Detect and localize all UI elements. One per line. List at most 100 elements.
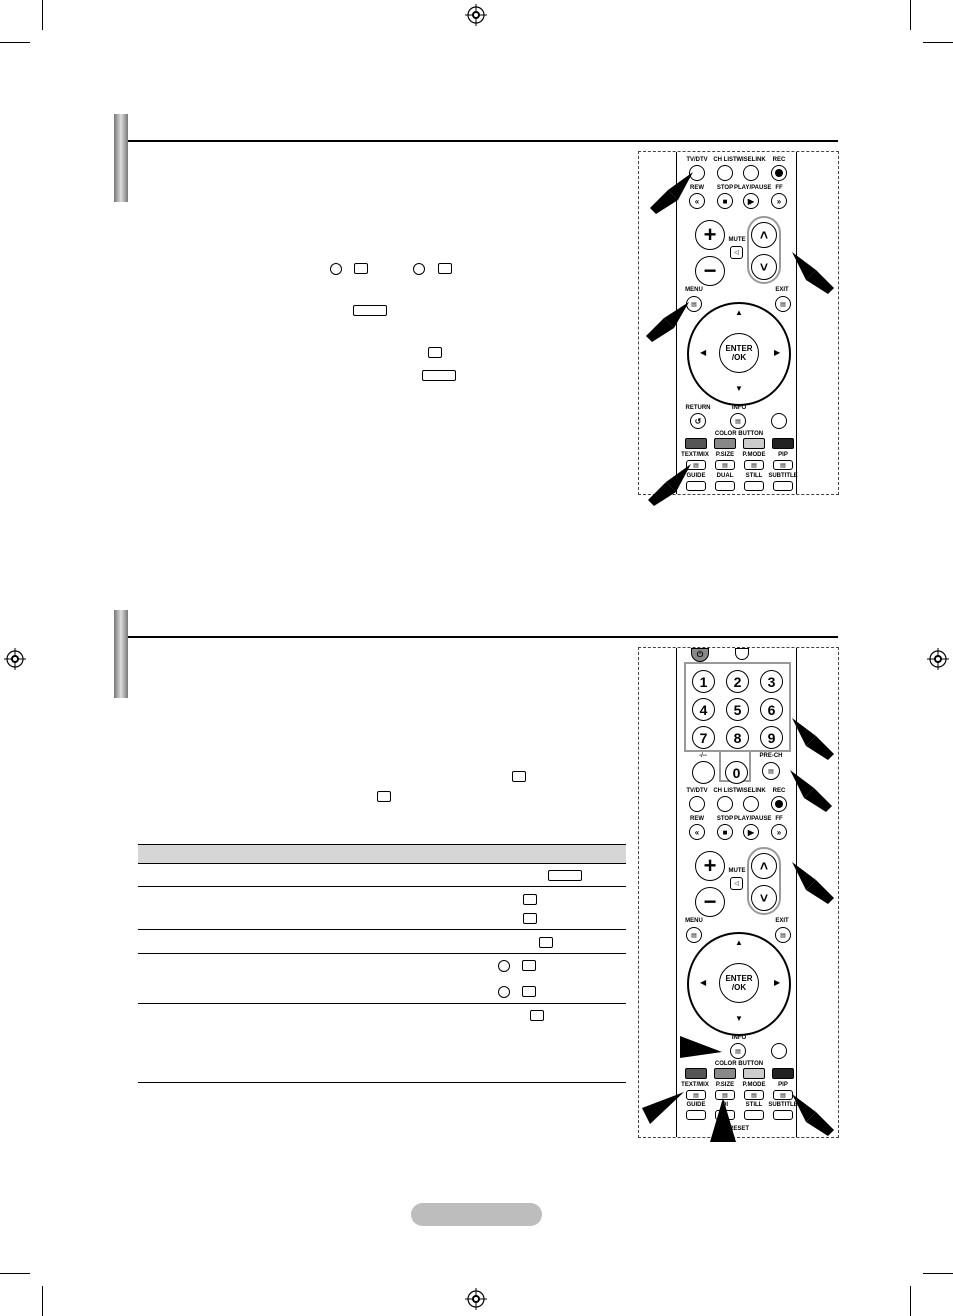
navigation-ring[interactable] [687,302,791,406]
power-button[interactable]: ⏻ [691,648,709,662]
label-playpause: PLAY/PAUSE [734,816,772,822]
textmix-button[interactable]: ▤ [686,460,706,470]
wiselink-button[interactable] [743,796,759,812]
tvdtv-button[interactable] [689,796,705,812]
chlist-button[interactable] [717,796,733,812]
playpause-button[interactable]: ▶ [743,824,759,840]
return-button[interactable]: ↺ [690,413,706,429]
textmix-button[interactable]: ▤ [686,1090,706,1100]
nav-up-arrow-icon[interactable]: ▲ [735,938,743,947]
tvdtv-button[interactable] [689,165,705,181]
green-button[interactable] [714,438,736,449]
number-button-0[interactable]: 0 [725,761,748,784]
guide-button[interactable] [686,481,706,491]
red-button[interactable] [685,438,707,449]
pointer-arrow-icon [792,718,834,760]
pmode-button[interactable]: ▤ [744,460,764,470]
nav-right-arrow-icon[interactable]: ▶ [774,978,781,987]
enter-ok-button[interactable]: ENTER /OK [719,333,759,373]
teletext-size-icon [530,1010,544,1021]
number-button-2[interactable]: 2 [726,670,749,693]
stop-button[interactable]: ■ [717,193,733,209]
yellow-button[interactable] [743,438,765,449]
number-button-6[interactable]: 6 [760,698,783,721]
prech-button[interactable]: ▤ [762,762,780,780]
yellow-button[interactable] [743,1068,765,1079]
nav-left-arrow-icon[interactable]: ◀ [700,978,707,987]
exit-button[interactable]: ▤ [775,296,791,312]
channel-down-button[interactable]: ˅ [751,254,777,280]
psize-button[interactable]: ▤ [715,460,735,470]
section-header-bar [114,610,128,698]
pointer-arrow-icon [680,1036,722,1058]
pip-button[interactable]: ▤ [773,460,793,470]
info-button[interactable]: ▤ [730,1043,746,1059]
number-button-4[interactable]: 4 [692,698,715,721]
label-ff: FF [775,185,783,191]
playpause-button[interactable]: ▶ [743,193,759,209]
exit-button[interactable]: ▤ [775,927,791,943]
rew-button[interactable]: « [689,824,705,840]
nav-down-arrow-icon[interactable]: ▼ [735,384,743,393]
channel-down-button[interactable]: ˅ [751,885,777,911]
number-button-9[interactable]: 9 [760,726,783,749]
menu-button[interactable]: ▤ [686,927,702,943]
info-button[interactable]: ▤ [730,413,746,429]
anynet-button[interactable] [771,413,787,429]
label-chlist: CH LIST [713,788,737,794]
number-pad-highlight [684,662,791,752]
ff-button[interactable]: » [771,193,787,209]
red-button[interactable] [685,1068,707,1079]
label-subtitle: SUBTITLE [768,1102,798,1108]
nav-right-arrow-icon[interactable]: ▶ [774,348,781,357]
wiselink-button[interactable] [743,165,759,181]
label-mute: MUTE [728,868,746,874]
channel-up-button[interactable]: ˄ [751,222,777,248]
green-button[interactable] [714,1068,736,1079]
nav-up-arrow-icon[interactable]: ▲ [735,308,743,317]
dash-button[interactable] [692,761,715,784]
rec-button[interactable] [771,796,787,812]
volume-down-button[interactable]: − [695,887,725,917]
number-button-8[interactable]: 8 [726,726,749,749]
mute-button[interactable]: ◁ [730,877,743,890]
source-button[interactable] [735,648,749,660]
blue-button[interactable] [772,438,794,449]
nav-down-arrow-icon[interactable]: ▼ [735,1014,743,1023]
blue-button[interactable] [772,1068,794,1079]
chlist-button[interactable] [717,165,733,181]
channel-down-icon [498,986,510,998]
stop-button[interactable]: ■ [717,824,733,840]
guide-button[interactable] [686,1110,706,1120]
pmode-button[interactable]: ▤ [744,1090,764,1100]
anynet-button[interactable] [771,1043,787,1059]
enter-ok-button[interactable]: ENTER /OK [719,963,759,1003]
section-header-bar [114,114,128,202]
mute-button[interactable]: ◁ [730,246,743,259]
number-button-3[interactable]: 3 [760,670,783,693]
volume-up-button[interactable]: + [695,851,725,881]
subtitle-button[interactable] [773,481,793,491]
label-stop: STOP [716,816,734,822]
label-psize: P.SIZE [715,1082,735,1088]
volume-down-button[interactable]: − [695,256,725,286]
label-textmix: TEXT/MIX [681,452,709,458]
table-header [138,844,626,864]
channel-up-button[interactable]: ˄ [751,853,777,879]
still-button[interactable] [744,481,764,491]
psize-button[interactable]: ▤ [715,1090,735,1100]
number-button-5[interactable]: 5 [726,698,749,721]
volume-up-button[interactable]: + [695,220,725,250]
ff-button[interactable]: » [771,824,787,840]
still-button[interactable] [744,1110,764,1120]
subtitle-button[interactable] [773,1110,793,1120]
remote-edge [676,648,677,1137]
rew-button[interactable]: « [689,193,705,209]
pointer-arrow-icon [650,172,693,214]
nav-left-arrow-icon[interactable]: ◀ [700,348,707,357]
number-button-1[interactable]: 1 [692,670,715,693]
number-button-7[interactable]: 7 [692,726,715,749]
teletext-mix-icon [422,370,456,381]
rec-button[interactable] [771,165,787,181]
dual-button[interactable] [715,481,735,491]
